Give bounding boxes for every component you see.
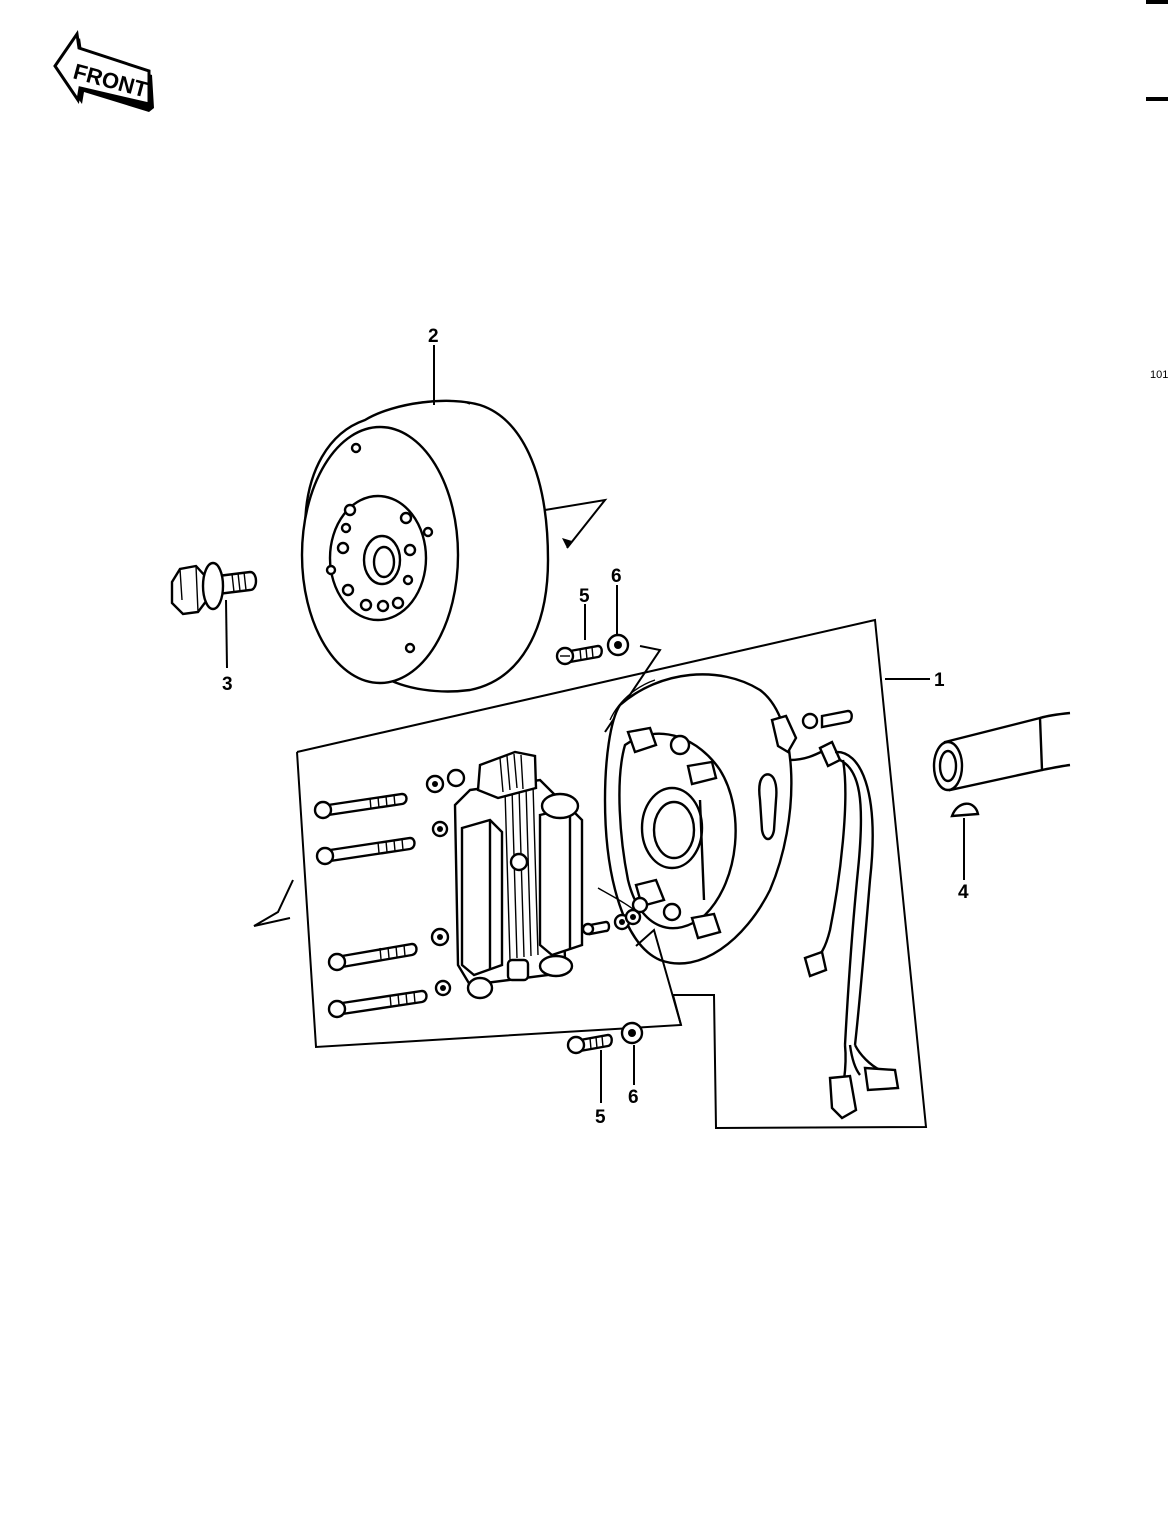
coil-assembly	[446, 750, 584, 1000]
wiring-harness	[789, 740, 900, 1120]
callout-labels: 1 2 3 4 5 6 5 6	[222, 326, 969, 1128]
callout-2: 2	[428, 326, 439, 347]
woodruff-key	[950, 802, 980, 818]
leader-lines	[225, 345, 965, 1103]
stator-assembly-box	[296, 618, 928, 1130]
washer-top	[606, 633, 630, 657]
crankshaft-end	[932, 711, 1071, 792]
cable-clamp	[770, 709, 853, 754]
screw-bottom	[566, 1033, 613, 1055]
washer-bottom	[620, 1021, 644, 1045]
long-screws	[313, 792, 428, 1019]
flange-bolt	[170, 561, 258, 616]
flywheel-rotor	[300, 399, 550, 693]
callout-1: 1	[934, 670, 945, 691]
long-screw-2	[315, 836, 416, 866]
callout-6-bottom: 6	[628, 1087, 639, 1108]
page-number: 101	[1150, 369, 1168, 381]
stator-base-plate	[603, 673, 793, 965]
long-screw-3	[327, 942, 418, 972]
screw-small-center	[581, 920, 611, 936]
callout-3: 3	[222, 674, 233, 695]
screw-top	[555, 644, 603, 666]
callout-6-top: 6	[611, 566, 622, 587]
callout-5-bottom: 5	[595, 1107, 606, 1128]
callout-5-top: 5	[579, 586, 590, 607]
small-washers	[425, 774, 452, 997]
front-arrow-icon: FRONT	[53, 29, 154, 112]
long-screw-1	[313, 792, 408, 820]
callout-4: 4	[958, 882, 969, 903]
edge-marks	[1146, 0, 1168, 101]
long-screw-4	[327, 989, 428, 1019]
